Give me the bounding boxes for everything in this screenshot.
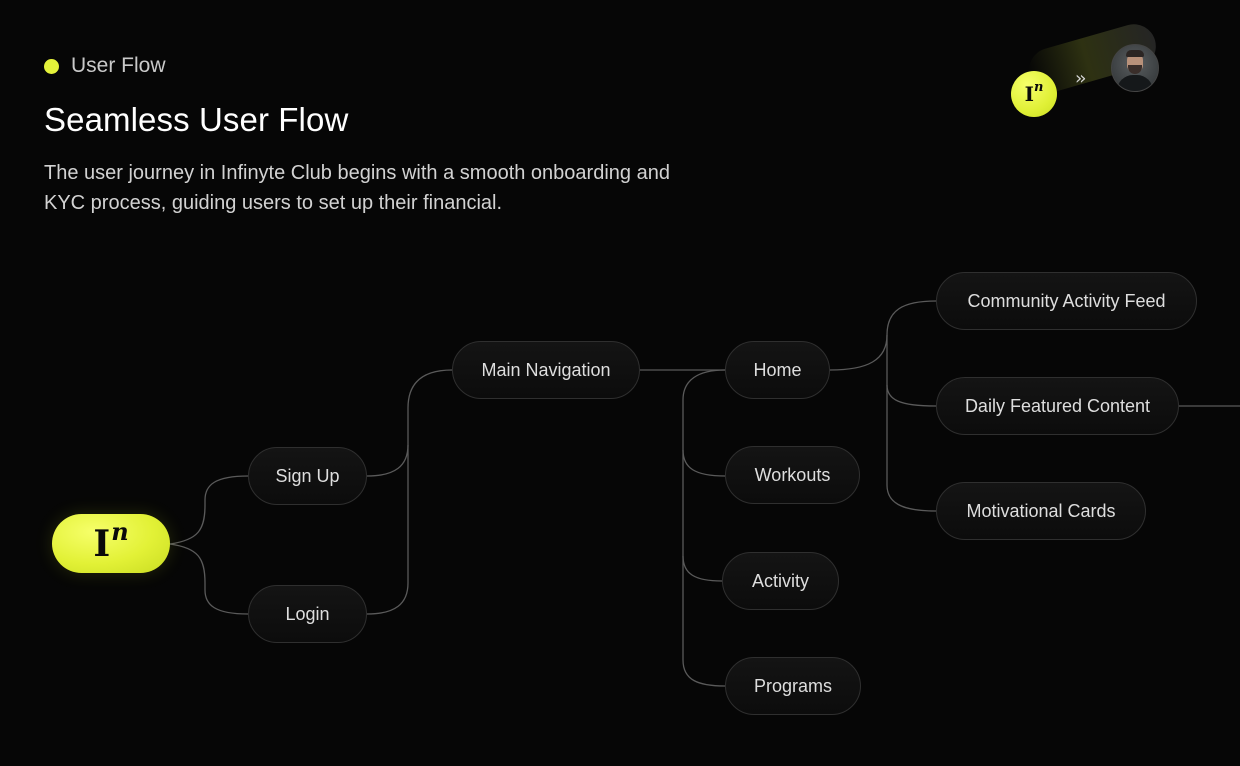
node-community-activity-feed[interactable]: Community Activity Feed [936,272,1197,330]
page-description: The user journey in Infinyte Club begins… [44,162,670,214]
node-main-navigation[interactable]: Main Navigation [452,341,640,399]
node-home[interactable]: Home [725,341,830,399]
connector-trunk-right [886,335,937,512]
node-workouts[interactable]: Workouts [725,446,860,504]
flow-root-node[interactable]: I n [52,514,170,573]
node-programs[interactable]: Programs [725,657,861,715]
connector-signup-mainnav [366,369,453,477]
node-daily-featured-content[interactable]: Daily Featured Content [936,377,1179,435]
logo-letter: I [1024,82,1034,106]
connector-login-mainnav [366,445,409,615]
connector-root-signup [169,475,249,545]
brand-badge: I n ›› [1008,19,1162,120]
double-chevron-right-icon: ›› [1075,68,1087,89]
node-sign-up[interactable]: Sign Up [248,447,367,505]
infinyte-logo-icon: I n [1011,71,1057,117]
section-tag: User Flow [44,54,166,78]
page-title: Seamless User Flow [44,101,349,138]
section-tag-label: User Flow [71,54,166,77]
logo-superscript: n [1033,80,1044,95]
connector-workouts [682,449,726,477]
connector-home-right [829,300,937,371]
tag-dot-icon [44,58,59,74]
connector-activity [682,555,723,582]
node-activity[interactable]: Activity [722,552,839,610]
logo-letter: I [93,522,111,565]
infinyte-logo-icon: I n [93,519,128,565]
connector-trunk-left [682,369,726,687]
connector-root-login [169,543,249,615]
node-login[interactable]: Login [248,585,367,643]
connector-daily-featured [886,384,937,407]
avatar [1111,44,1159,92]
node-motivational-cards[interactable]: Motivational Cards [936,482,1146,540]
logo-superscript: n [111,516,129,546]
